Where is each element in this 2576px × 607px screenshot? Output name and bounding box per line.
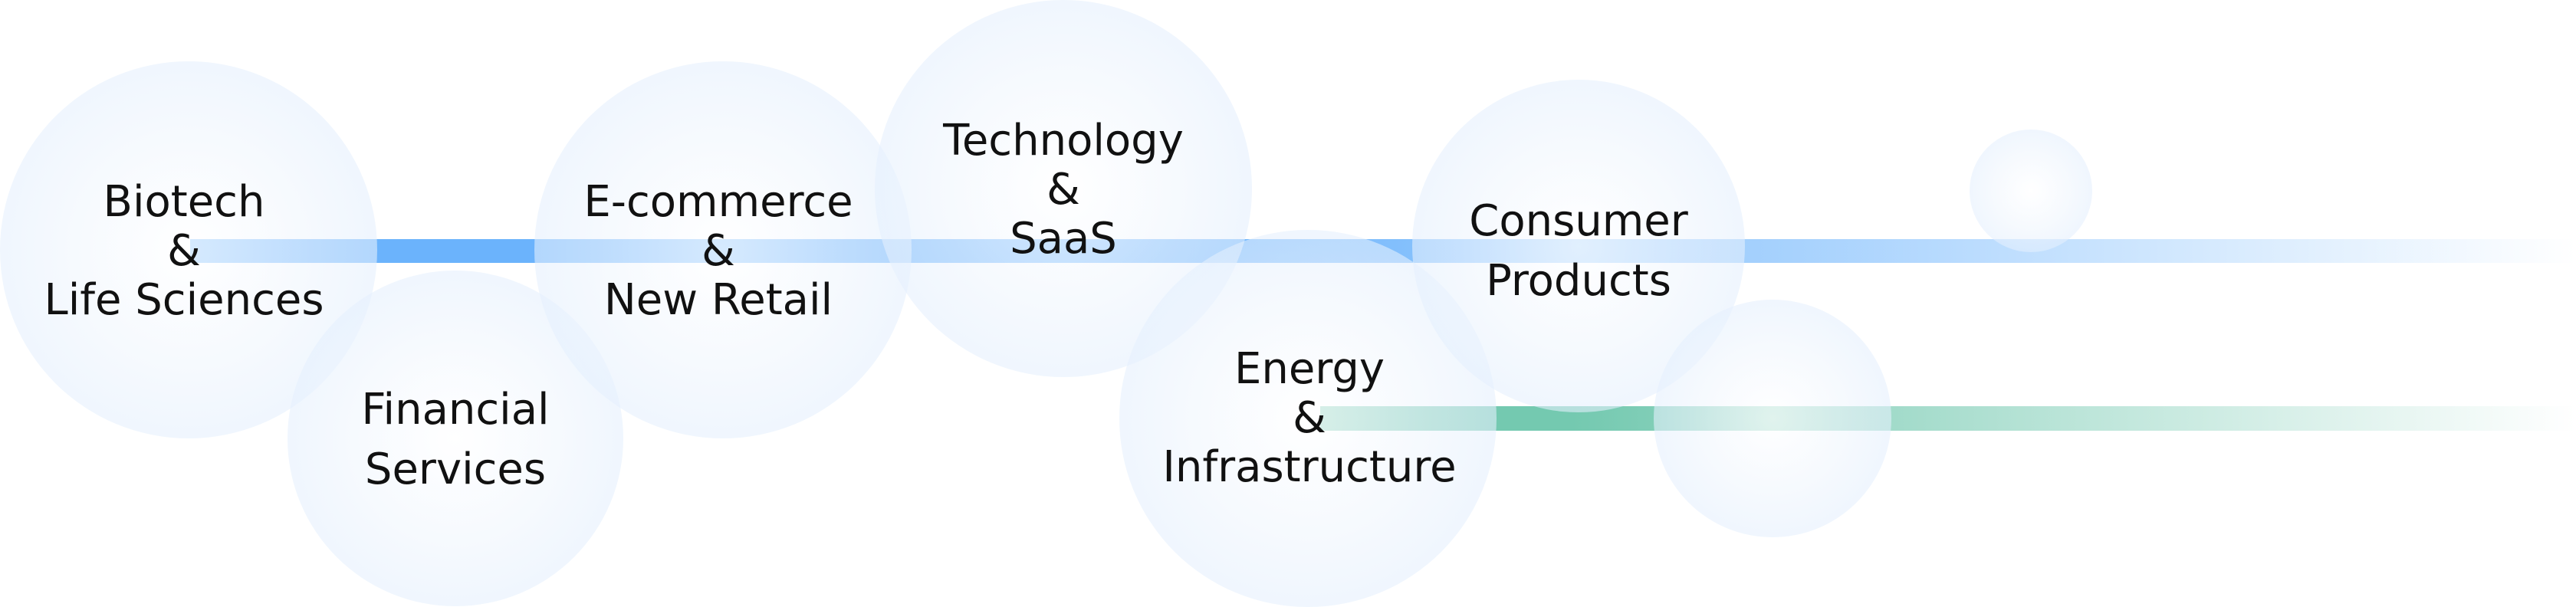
label-line: & — [1293, 393, 1326, 443]
label-line: Technology — [943, 116, 1184, 166]
label-line: Financial — [361, 385, 550, 435]
label-consumer: Consumer Products — [1469, 197, 1688, 306]
secondary-track-bar — [1320, 406, 2576, 431]
bubble-small-decorative — [1970, 130, 2092, 252]
label-energy: Energy & Infrastructure — [1162, 345, 1456, 492]
label-line: Infrastructure — [1162, 442, 1457, 492]
label-technology: Technology & SaaS — [943, 116, 1184, 264]
label-line: & — [1046, 165, 1080, 215]
label-financial: Financial Services — [361, 386, 549, 494]
label-line: Services — [364, 445, 547, 494]
label-line: Products — [1486, 256, 1671, 306]
label-line: SaaS — [1010, 214, 1117, 264]
label-biotech: Biotech & Life Sciences — [44, 178, 324, 325]
label-line: & — [702, 226, 735, 276]
label-line: Biotech — [103, 177, 265, 227]
label-line: E-commerce — [583, 177, 853, 227]
label-line: Life Sciences — [44, 275, 324, 325]
label-line: Energy — [1234, 344, 1385, 394]
bubble-medium-decorative — [1654, 300, 1891, 537]
label-line: & — [167, 226, 201, 276]
bubble-ecommerce — [534, 61, 912, 438]
label-line: Consumer — [1469, 196, 1688, 246]
label-line: New Retail — [603, 275, 833, 325]
label-ecommerce: E-commerce & New Retail — [583, 178, 853, 325]
